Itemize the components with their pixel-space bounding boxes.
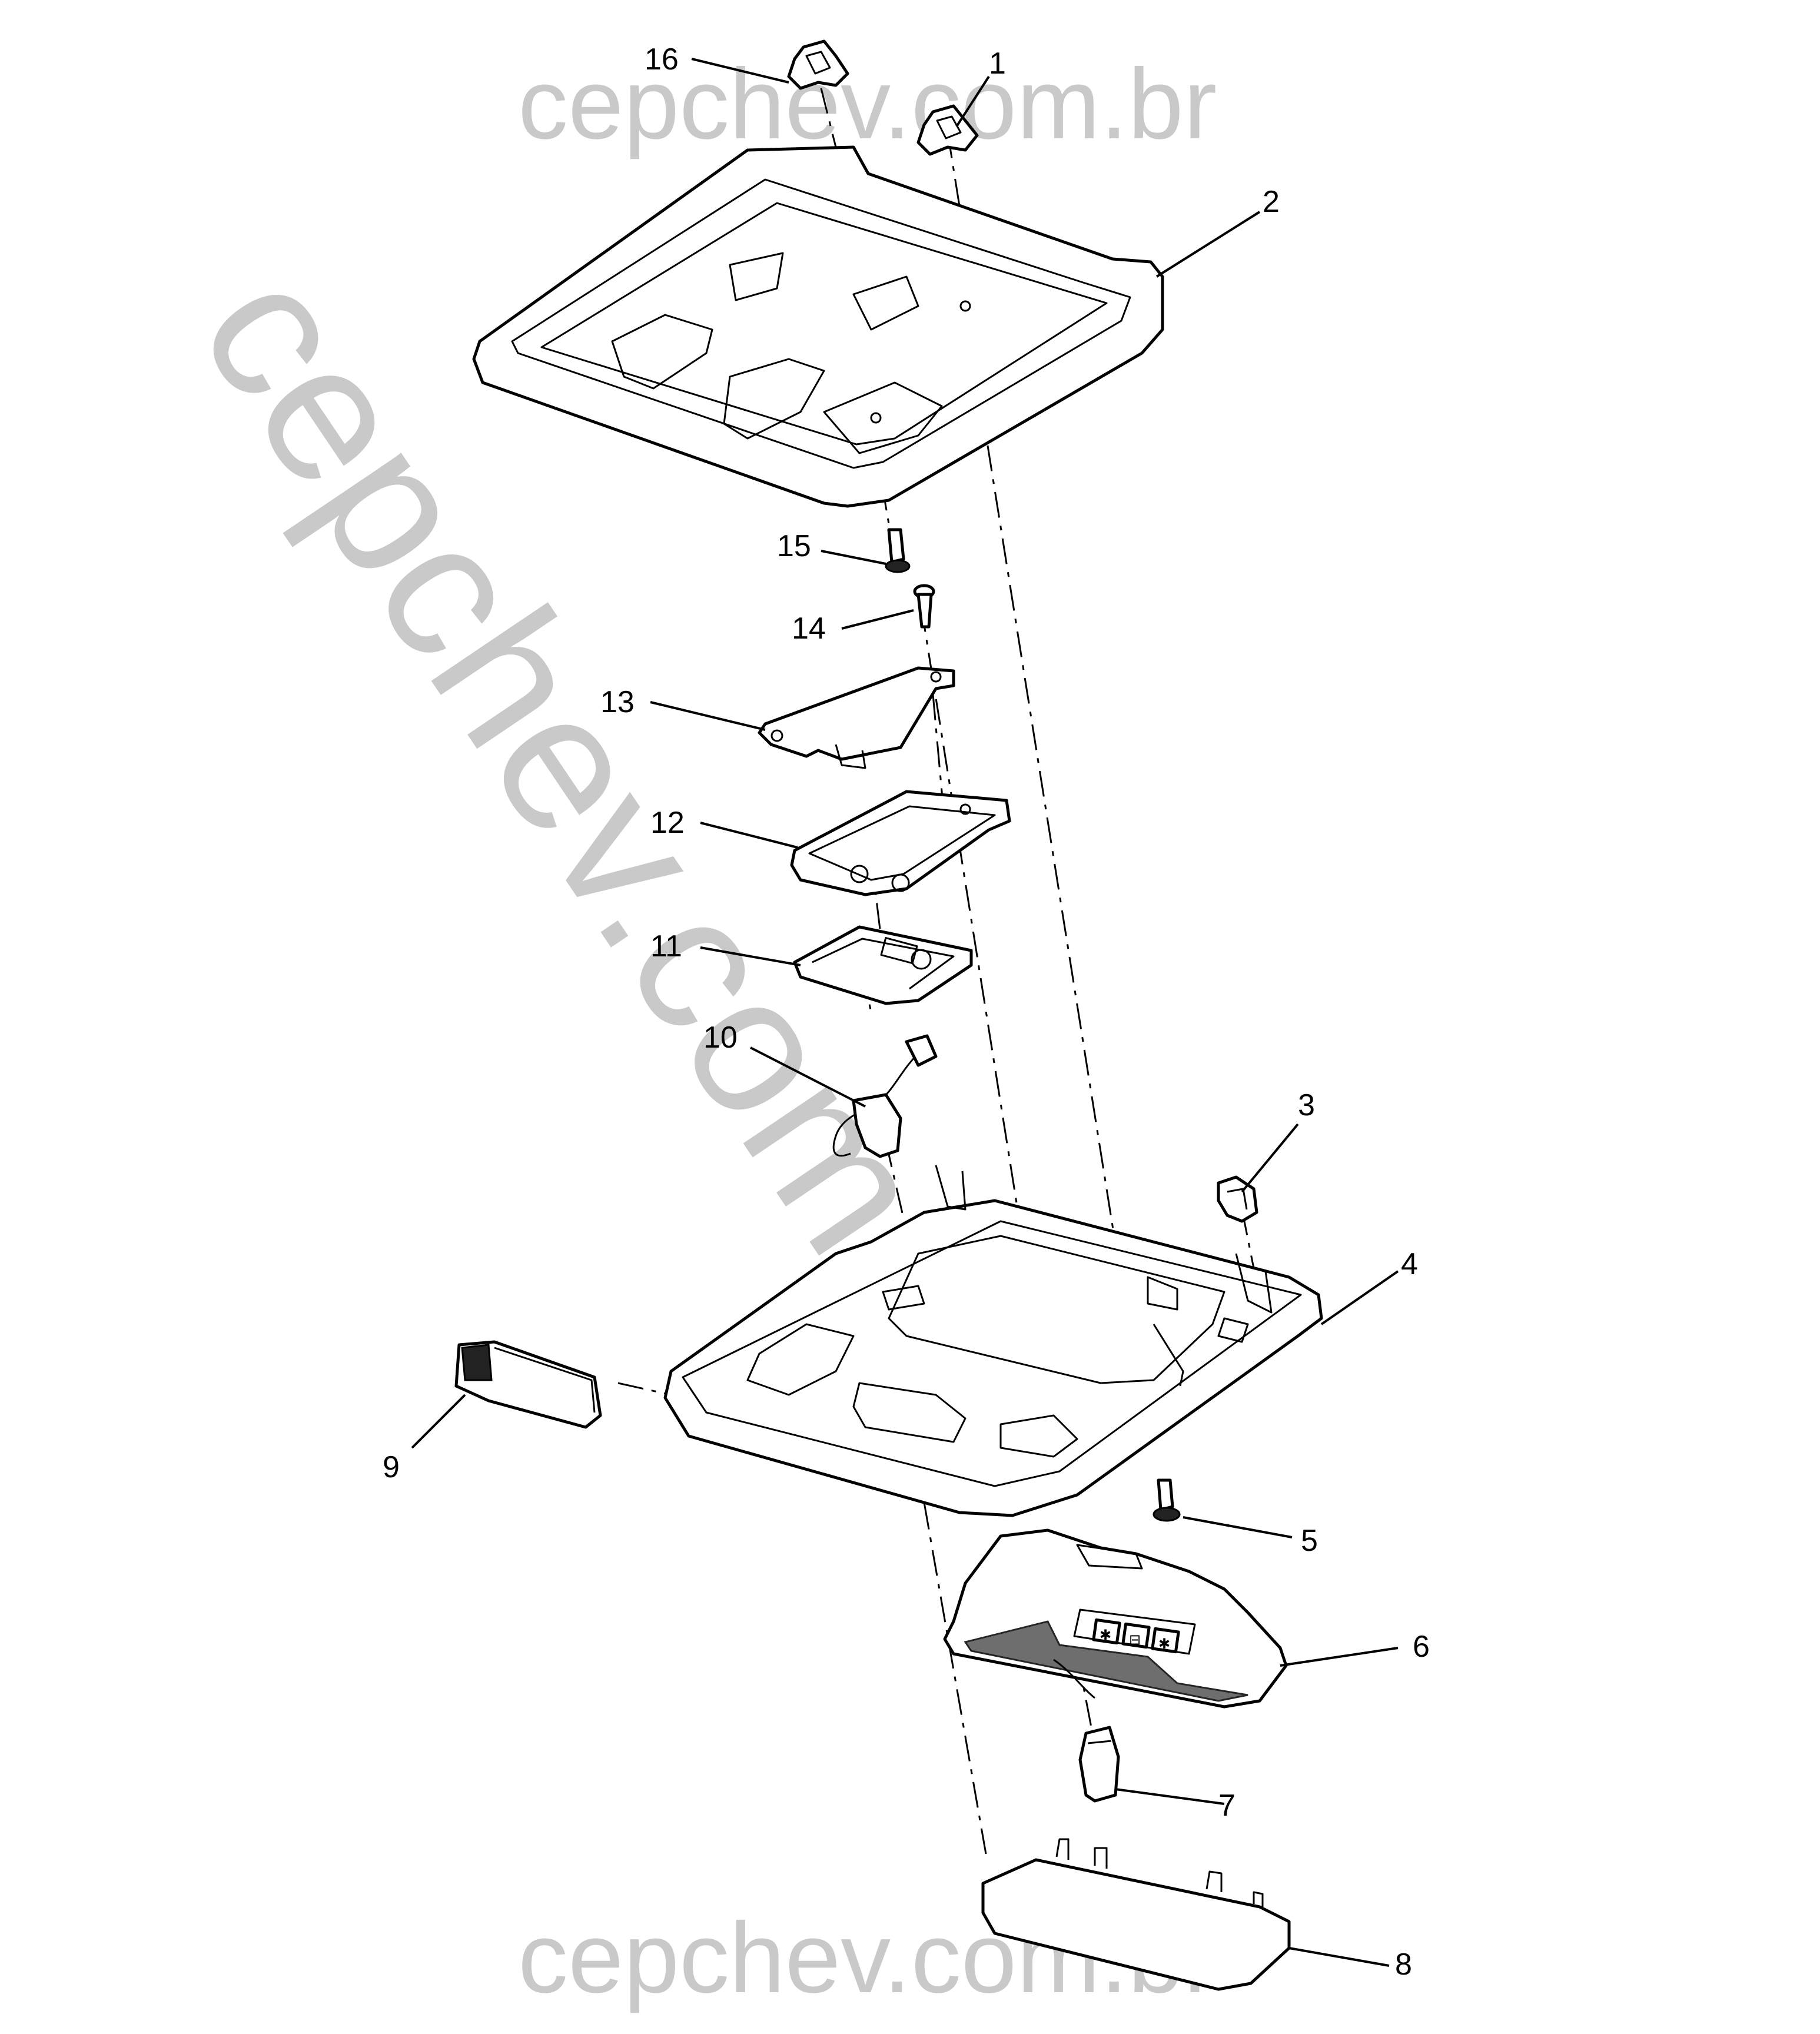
part-4-console-base [663, 1165, 1323, 1517]
callout-7: 7 [1218, 1789, 1236, 1823]
part-12-module-housing [790, 790, 1011, 896]
callout-1: 1 [989, 46, 1006, 81]
part-15-screw [885, 528, 911, 573]
callout-numbers: 16 1 2 15 14 13 12 11 10 3 4 9 5 6 7 8 [383, 42, 1430, 1982]
part-11-control-module [793, 925, 973, 1005]
callout-12: 12 [650, 806, 685, 840]
callout-10: 10 [703, 1021, 738, 1055]
callout-6: 6 [1413, 1630, 1430, 1664]
callout-3: 3 [1298, 1088, 1315, 1122]
part-16-retainer-clip [787, 39, 849, 90]
leader-lines [411, 58, 1399, 1967]
part-13-bracket [758, 666, 955, 769]
part-3-retainer [1217, 1175, 1258, 1223]
part-9-switch-assembly [454, 1340, 602, 1429]
part-5-screw [1153, 1478, 1181, 1522]
callout-14: 14 [792, 611, 826, 646]
callout-8: 8 [1395, 1947, 1412, 1982]
part-14-screw [913, 584, 935, 629]
part-6-overhead-console: ✱ ⊟ ✱ [943, 1528, 1288, 1709]
part-8-storage-cover [981, 1838, 1291, 1991]
part-10-wiring-harness [832, 1034, 938, 1158]
part-7-lamp-lens [1078, 1726, 1120, 1803]
console-button-light-icon: ✱ [1100, 1627, 1111, 1643]
console-button-door-icon: ⊟ [1129, 1631, 1141, 1648]
callout-15: 15 [777, 529, 811, 563]
callout-2: 2 [1263, 185, 1280, 219]
callout-4: 4 [1401, 1247, 1418, 1281]
callout-5: 5 [1301, 1524, 1318, 1558]
callout-9: 9 [383, 1450, 400, 1484]
part-2-console-frame [472, 145, 1164, 508]
watermark-top: cepchev.com.br [518, 48, 1217, 160]
callout-13: 13 [600, 685, 635, 719]
console-button-light-icon-2: ✱ [1158, 1636, 1170, 1652]
callout-11: 11 [650, 929, 682, 963]
callout-16: 16 [645, 42, 679, 77]
